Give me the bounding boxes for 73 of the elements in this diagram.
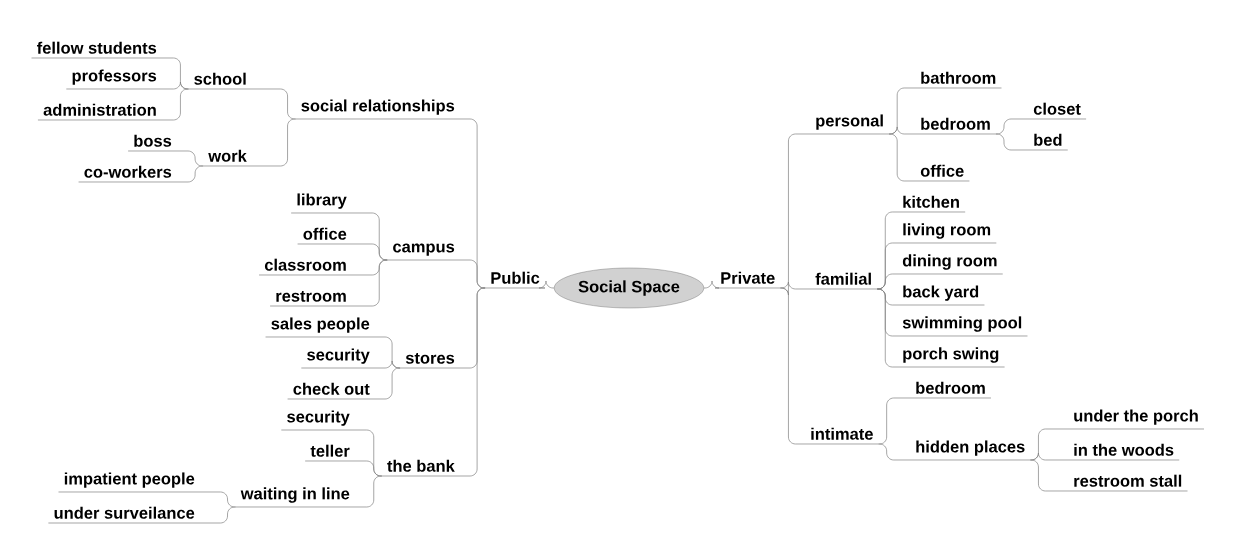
connector-line <box>351 243 388 261</box>
underlined-label: porch swing <box>896 347 1005 368</box>
underlined-label: campus <box>386 243 461 261</box>
connector-line <box>354 475 383 508</box>
underlined-label: waiting in line <box>235 487 356 508</box>
connector-line <box>199 506 236 524</box>
underlined-label: classroom <box>258 258 353 276</box>
underlined-label: back yard <box>896 285 985 306</box>
underlined-label: closet <box>1027 102 1087 120</box>
connector-line <box>995 133 1029 151</box>
underlined-label: kitchen <box>896 195 966 213</box>
connector-line <box>703 280 720 289</box>
underlined-label: restroom stall <box>1067 474 1188 492</box>
connector-line <box>176 165 204 183</box>
connector-line <box>161 88 189 121</box>
connector-line <box>351 259 388 307</box>
connector-line <box>780 133 811 289</box>
connector-line <box>459 287 486 477</box>
underlined-label: restroom <box>269 290 353 307</box>
underlined-label: bedroom <box>909 381 992 399</box>
underlined-label: school <box>188 72 253 90</box>
connector-line <box>176 150 204 167</box>
underlined-label: bathroom <box>914 71 1002 89</box>
underlined-label: bedroom <box>914 117 997 135</box>
underlined-label: personal <box>809 114 890 135</box>
connector-line <box>374 367 401 400</box>
underlined-label: office <box>914 164 970 182</box>
underlined-label: familial <box>809 272 878 290</box>
underlined-label: bed <box>1027 133 1069 151</box>
connector-line <box>251 88 296 120</box>
underlined-label: professors <box>66 69 163 90</box>
underlined-label: security <box>300 348 376 369</box>
connector-line <box>459 259 486 289</box>
underlined-label: work <box>202 149 253 167</box>
underlined-label: the bank <box>381 459 461 477</box>
underlined-label: Private <box>714 271 781 289</box>
underlined-label: in the woods <box>1067 443 1180 461</box>
connector-line <box>251 118 296 167</box>
connector-line <box>1030 459 1069 492</box>
underlined-label: check out <box>287 382 376 400</box>
underlined-label: library <box>290 193 353 214</box>
connector-line <box>374 360 401 369</box>
underlined-label: security <box>280 410 356 431</box>
connector-line <box>995 118 1029 135</box>
underlined-label: teller <box>304 444 356 462</box>
connector-line <box>888 133 916 182</box>
underlined-label: hidden places <box>909 440 1031 461</box>
underlined-label: living room <box>896 223 997 244</box>
connector-line <box>1030 452 1069 461</box>
underlined-label: under the porch <box>1067 409 1205 430</box>
connector-line <box>878 443 911 461</box>
underlined-label: Public <box>484 271 546 289</box>
underlined-label: under surveilance <box>48 506 201 524</box>
underlined-label: impatient people <box>58 472 201 493</box>
underlined-label: administration <box>37 103 163 121</box>
underlined-label: stores <box>399 352 461 369</box>
connector-line <box>878 397 911 445</box>
underlined-label: dining room <box>896 254 1004 275</box>
underlined-label: boss <box>127 134 178 152</box>
connector-line <box>161 81 189 90</box>
underlined-label: sales people <box>265 317 376 338</box>
underlined-label: swimming pool <box>896 316 1028 337</box>
connector-line <box>888 126 916 135</box>
connector-line <box>876 273 898 290</box>
underlined-label: co-workers <box>78 165 178 183</box>
underlined-label: fellow students <box>31 41 163 59</box>
underlined-label: office <box>297 227 353 245</box>
connector-line <box>354 460 383 477</box>
connector-line <box>538 280 555 289</box>
connector-line <box>780 287 806 445</box>
underlined-label: intimate <box>804 427 879 445</box>
underlined-label: social relationships <box>295 99 461 120</box>
connector-line <box>199 491 236 508</box>
